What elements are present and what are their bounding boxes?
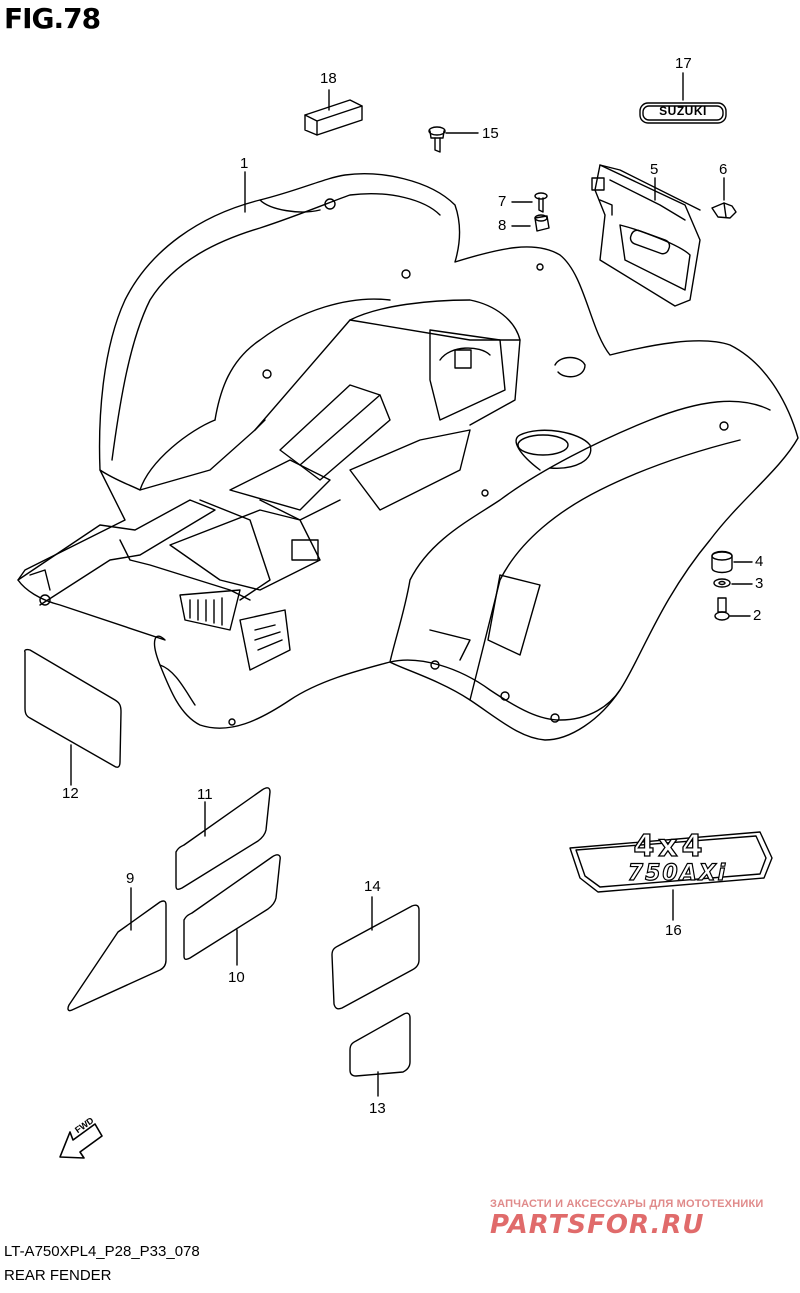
- callout-12: 12: [62, 785, 79, 802]
- part-6-clip[interactable]: [711, 202, 737, 219]
- diagram-code: LT-A750XPL4_P28_P33_078: [4, 1243, 200, 1260]
- part-16-4x4-badge[interactable]: [569, 831, 773, 893]
- part-12-sticker[interactable]: [24, 648, 122, 768]
- part-14-sticker[interactable]: [331, 904, 420, 1010]
- callout-5: 5: [650, 161, 659, 178]
- part-2-bolt[interactable]: [714, 597, 730, 621]
- callout-18: 18: [320, 70, 337, 87]
- watermark-tagline: ЗАПЧАСТИ И АКСЕССУАРЫ ДЛЯ МОТОТЕХНИКИ: [490, 1198, 764, 1210]
- part-13-sticker[interactable]: [349, 1012, 411, 1077]
- part-5-box[interactable]: [591, 164, 701, 307]
- watermark-brand: PARTSFOR.RU: [490, 1210, 705, 1240]
- part-8-grommet[interactable]: [534, 214, 550, 232]
- callout-10: 10: [228, 969, 245, 986]
- part-7-screw[interactable]: [534, 192, 548, 213]
- callout-17: 17: [675, 55, 692, 72]
- rear-fender-part-1[interactable]: [17, 173, 799, 741]
- part-15-bolt[interactable]: [428, 126, 446, 153]
- part-17-suzuki-emblem[interactable]: [639, 102, 727, 124]
- fwd-arrow-icon: [59, 1123, 103, 1159]
- part-10-sticker[interactable]: [183, 854, 281, 960]
- callout-13: 13: [369, 1100, 386, 1117]
- part-9-sticker[interactable]: [67, 900, 167, 1012]
- part-11-sticker[interactable]: [175, 787, 271, 890]
- badge-750axi-text: 750AXi: [627, 861, 728, 886]
- callout-11: 11: [197, 786, 213, 803]
- callout-8: 8: [498, 217, 507, 234]
- callout-1: 1: [240, 155, 249, 172]
- callout-4: 4: [755, 553, 764, 570]
- figure-title: FIG.78: [4, 2, 101, 35]
- callout-7: 7: [498, 193, 507, 210]
- badge-4x4-text: 4x4: [633, 829, 707, 864]
- callout-15: 15: [482, 125, 499, 142]
- callout-9: 9: [126, 870, 135, 887]
- callout-3: 3: [755, 575, 764, 592]
- callout-16: 16: [665, 922, 682, 939]
- diagram-name: REAR FENDER: [4, 1267, 112, 1284]
- part-18-cushion[interactable]: [304, 99, 363, 136]
- callout-14: 14: [364, 878, 381, 895]
- callout-2: 2: [753, 607, 762, 624]
- part-4-cushion[interactable]: [711, 550, 733, 574]
- suzuki-emblem-text: SUZUKI: [659, 104, 707, 118]
- callout-6: 6: [719, 161, 728, 178]
- part-3-washer[interactable]: [713, 578, 731, 588]
